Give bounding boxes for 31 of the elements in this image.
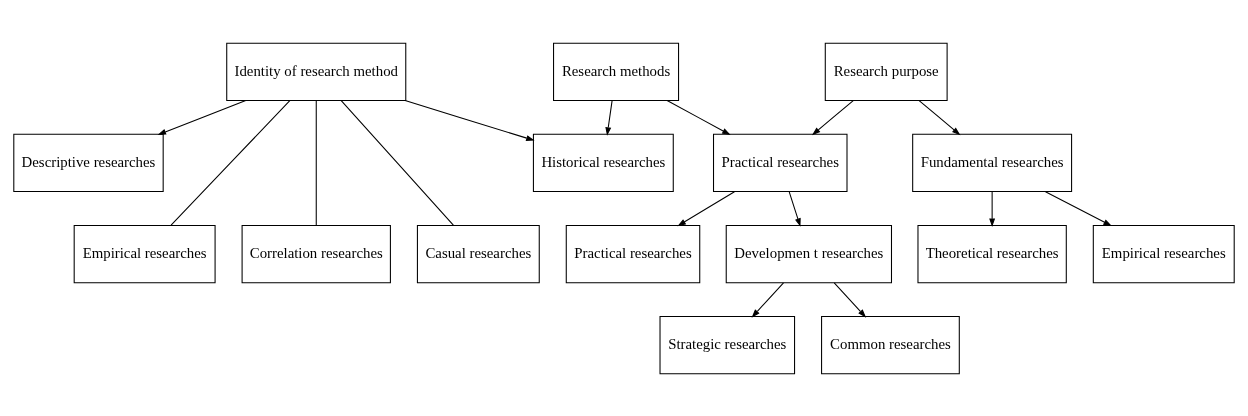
node-box: Developmen t researches xyxy=(725,224,892,283)
connector xyxy=(170,99,291,226)
arrow xyxy=(666,99,731,135)
arrow xyxy=(605,99,613,136)
arrow xyxy=(751,281,785,318)
node-box: Historical researches xyxy=(532,133,674,192)
arrow xyxy=(157,99,247,135)
arrow xyxy=(1044,190,1112,226)
arrow xyxy=(833,281,867,318)
node-box: Empirical researches xyxy=(73,224,216,283)
arrow xyxy=(811,99,854,135)
connector xyxy=(340,99,454,226)
arrow xyxy=(404,99,535,141)
arrow xyxy=(989,190,996,227)
arrow xyxy=(918,99,961,135)
node-box: Identity of research method xyxy=(226,42,407,101)
arrow xyxy=(788,190,801,227)
node-box: Strategic researches xyxy=(659,315,796,374)
node-box: Theoretical researches xyxy=(917,224,1067,283)
node-box: Research methods xyxy=(553,42,680,101)
node-box: Fundamental researches xyxy=(912,133,1073,192)
node-box: Research purpose xyxy=(824,42,948,101)
arrow xyxy=(677,190,735,226)
node-box: Common researches xyxy=(821,315,960,374)
node-box: Casual researches xyxy=(416,224,540,283)
connector xyxy=(315,99,317,226)
node-box: Descriptive researches xyxy=(13,133,164,192)
node-box: Practical researches xyxy=(565,224,701,283)
node-box: Practical researches xyxy=(713,133,848,192)
node-box: Empirical researches xyxy=(1092,224,1235,283)
node-box: Correlation researches xyxy=(241,224,391,283)
